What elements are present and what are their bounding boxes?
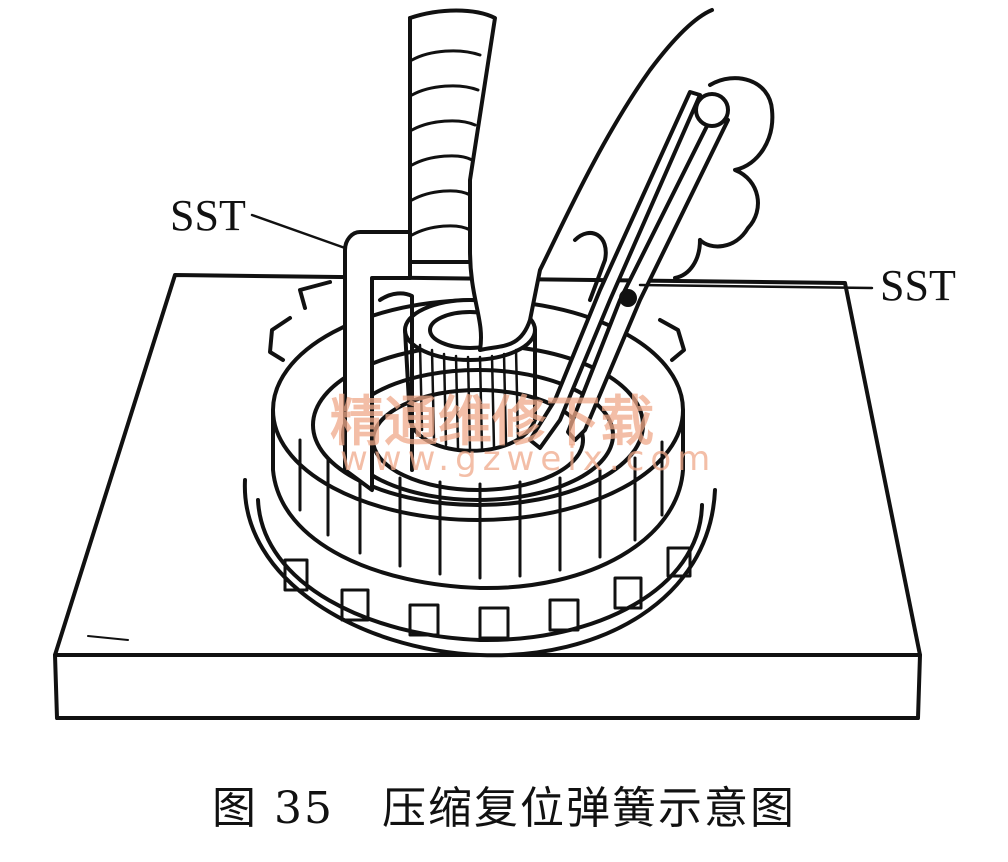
sst-label-right: SST (880, 261, 956, 310)
leader-lines (250, 213, 874, 290)
watermark-url: www.gzweix.com (340, 439, 716, 479)
spring-compressor-tool (343, 230, 414, 492)
press-ram (408, 8, 714, 352)
sst-label-left: SST (170, 191, 246, 240)
watermark-text: 精通维修下载 (330, 389, 654, 453)
figure-caption: 图 35 压缩复位弹簧示意图 (212, 783, 796, 834)
snap-ring-pliers (528, 76, 775, 450)
